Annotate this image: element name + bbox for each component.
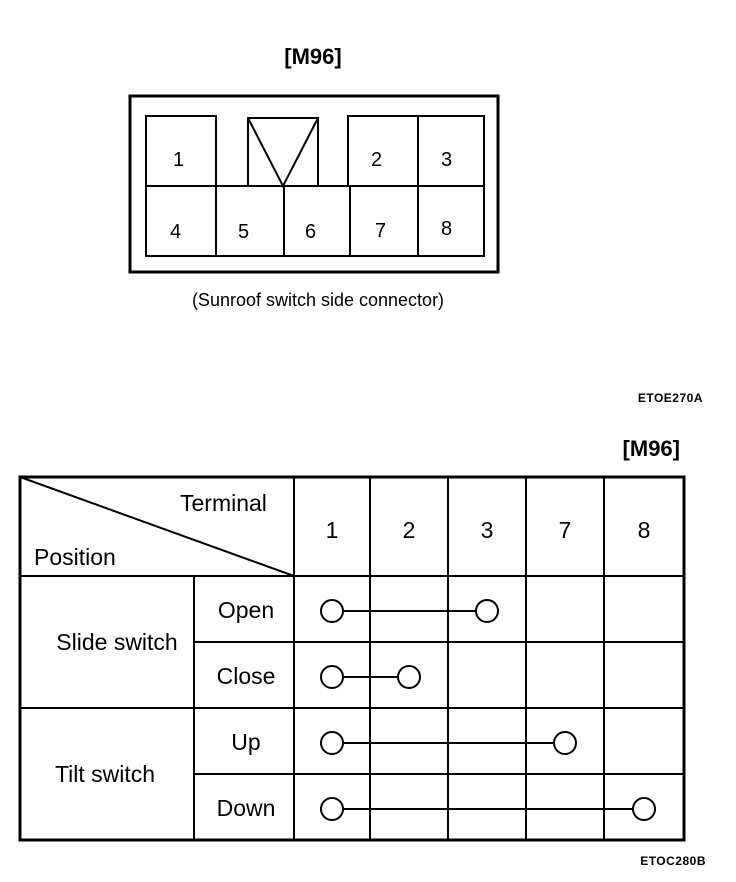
continuity-marks <box>320 599 656 821</box>
connector-caption: (Sunroof switch side connector) <box>191 290 445 310</box>
terminal-header-3: 3 <box>481 517 494 543</box>
pin-5-label: 5 <box>238 221 249 243</box>
header-diagonal <box>19 476 295 577</box>
terminal-header-2: 2 <box>403 517 416 543</box>
pin-3-label: 3 <box>441 149 452 171</box>
row-label-down: Down <box>217 795 276 821</box>
row-label-up: Up <box>231 729 260 755</box>
group-label-0: Slide switch <box>56 629 177 655</box>
pin-2-label: 2 <box>371 149 382 171</box>
pin-7-label: 7 <box>375 220 386 242</box>
terminal-header-1: 1 <box>326 517 339 543</box>
group-label-1: Tilt switch <box>55 761 155 787</box>
connector-outline <box>128 94 500 274</box>
pin-4-label: 4 <box>170 221 181 243</box>
pin-6-label: 6 <box>305 221 316 243</box>
connector-figure-code: ETOE270A <box>637 391 703 405</box>
row-label-close: Close <box>217 663 276 689</box>
continuity-start-open <box>320 599 344 623</box>
continuity-end-down <box>632 797 656 821</box>
table-figure-code: ETOC280B <box>640 854 706 868</box>
terminal-header-8: 8 <box>638 517 651 543</box>
terminal-headers: 1 2 3 7 8 <box>326 517 651 543</box>
terminal-header-7: 7 <box>559 517 572 543</box>
table-grid <box>18 475 686 842</box>
pin-8-label: 8 <box>441 218 452 240</box>
continuity-end-up <box>553 731 577 755</box>
continuity-start-down <box>320 797 344 821</box>
pin-1-label: 1 <box>173 149 184 171</box>
connector-diagram: 1 2 3 4 5 6 7 8 <box>128 94 500 274</box>
table-border <box>18 475 686 842</box>
pin-8-cavity <box>417 185 485 257</box>
continuity-start-close <box>320 665 344 689</box>
header-terminal: Terminal <box>180 490 267 516</box>
table-title: [M96] <box>622 436 680 461</box>
continuity-end-open <box>475 599 499 623</box>
connector-title: [M96] <box>284 44 342 69</box>
header-position: Position <box>34 544 116 570</box>
continuity-end-close <box>397 665 421 689</box>
row-label-open: Open <box>218 597 274 623</box>
continuity-start-up <box>320 731 344 755</box>
